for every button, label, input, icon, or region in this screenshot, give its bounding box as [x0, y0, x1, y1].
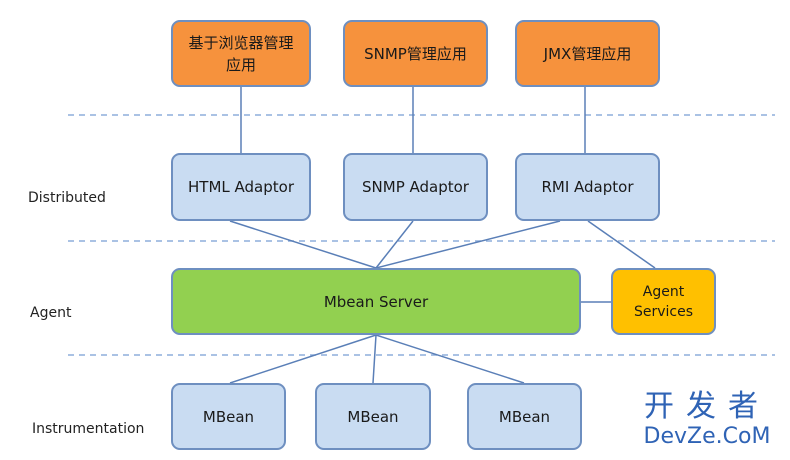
browser-management-app-box: 基于浏览器管理应用 [171, 20, 311, 87]
devze-watermark: 开发者 DevZe.CoM [632, 390, 782, 450]
mbean-label-3: MBean [498, 407, 551, 426]
mbean-box-3: MBean [467, 383, 582, 450]
snmp-adaptor-label: SNMP Adaptor [362, 178, 469, 196]
connector-rmi-services [587, 220, 656, 269]
jmx-management-app-label: JMX管理应用 [543, 44, 632, 63]
jmx-management-app-box: JMX管理应用 [515, 20, 660, 87]
connector-rmi-server [375, 220, 561, 269]
snmp-adaptor-box: SNMP Adaptor [343, 153, 488, 221]
html-adaptor-box: HTML Adaptor [171, 153, 311, 221]
layer-label-agent: Agent [30, 305, 72, 321]
connector-html-server [229, 220, 377, 269]
connector-snmp-server [375, 220, 414, 269]
mbean-box-1: MBean [171, 383, 286, 450]
mbean-label-2: MBean [347, 407, 399, 426]
mbean-server-label: Mbean Server [323, 292, 429, 311]
layer-label-distributed: Distributed [28, 190, 106, 206]
watermark-domain-text: DevZe.CoM [643, 424, 771, 449]
browser-management-app-label: 基于浏览器管理应用 [188, 33, 294, 74]
agent-services-label: Agent Services [633, 283, 694, 320]
layer-label-instrumentation: Instrumentation [32, 421, 145, 437]
mbean-server-box: Mbean Server [171, 268, 581, 335]
connector-server-mbean-3 [375, 334, 525, 384]
agent-services-box: Agent Services [611, 268, 716, 335]
rmi-adaptor-label: RMI Adaptor [541, 178, 634, 196]
connector-server-mbean-2 [372, 334, 377, 384]
html-adaptor-label: HTML Adaptor [188, 178, 294, 196]
snmp-management-app-box: SNMP管理应用 [343, 20, 488, 87]
snmp-management-app-label: SNMP管理应用 [364, 44, 467, 63]
watermark-chinese-text: 开发者 [644, 389, 770, 424]
mbean-label-1: MBean [202, 407, 255, 426]
rmi-adaptor-box: RMI Adaptor [515, 153, 660, 221]
connector-server-mbean-1 [229, 334, 377, 384]
mbean-box-2: MBean [315, 383, 431, 450]
